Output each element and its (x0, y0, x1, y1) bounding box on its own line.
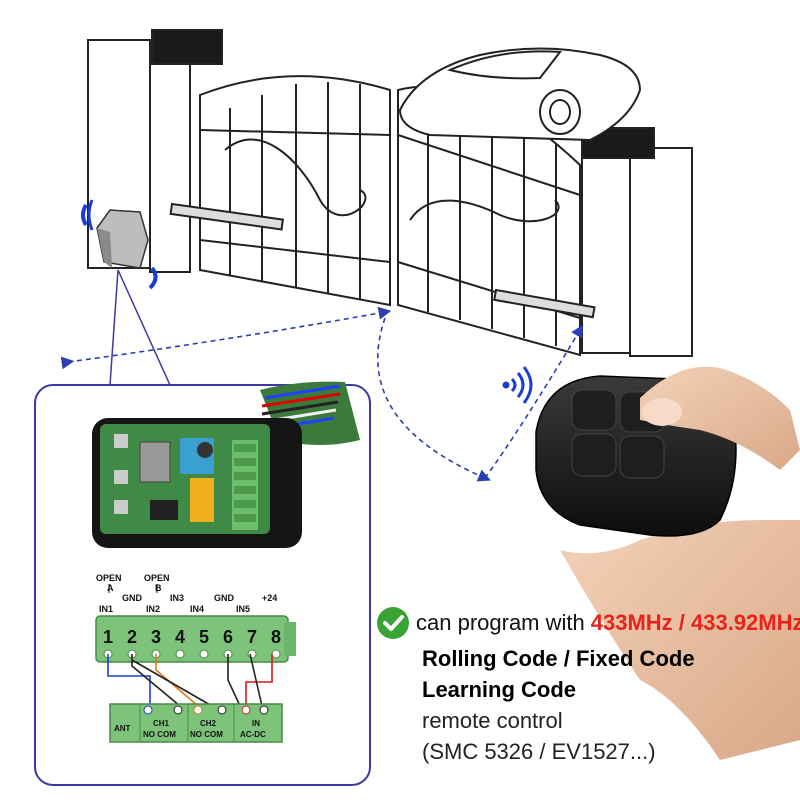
car-illustration (398, 47, 642, 142)
label-in3: IN3 (170, 593, 184, 603)
label-in1: IN1 (99, 604, 113, 614)
code-types: Rolling Code / Fixed Code (422, 646, 695, 671)
label-in: IN (252, 719, 260, 728)
wireless-signal-icon (502, 366, 533, 404)
label-gnd-2: GND (214, 593, 235, 603)
terminal-labels: OPEN A OPEN B GND IN3 GND +24 IN1 IN2 IN… (96, 573, 277, 614)
label-ch2: CH2 (200, 719, 217, 728)
frequency-text: 433MHz / 433.92MHz (590, 610, 800, 635)
label-ant: ANT (114, 724, 131, 733)
feature-prefix: can program with (416, 610, 585, 635)
receiver-board (92, 381, 360, 548)
label-open-a: OPEN (96, 573, 122, 583)
terminal-number-1: 1 (103, 627, 113, 647)
wiring (107, 653, 273, 707)
remote-control-text: remote control (422, 708, 563, 733)
label-gnd-1: GND (122, 593, 143, 603)
label-plus24: +24 (262, 593, 277, 603)
output-block: ANT CH1 NO COM CH2 NO COM IN AC-DC (109, 703, 283, 743)
feature-line: can program with 433MHz / 433.92MHz (376, 606, 800, 640)
label-b: B (155, 583, 162, 593)
label-open-b: OPEN (144, 573, 170, 583)
label-in-sub: AC-DC (240, 730, 266, 739)
terminal-number-5: 5 (199, 627, 209, 647)
terminal-number-8: 8 (271, 627, 281, 647)
terminal-screw (175, 649, 185, 659)
label-ch1: CH1 (153, 719, 170, 728)
label-in4: IN4 (190, 604, 204, 614)
terminal-number-4: 4 (175, 627, 185, 647)
terminal-number-6: 6 (223, 627, 233, 647)
checkmark-icon (377, 607, 409, 639)
terminal-number-3: 3 (151, 627, 161, 647)
terminal-screw (271, 649, 281, 659)
label-ch2-sub: NO COM (190, 730, 223, 739)
terminal-number-2: 2 (127, 627, 137, 647)
terminal-screw (247, 649, 257, 659)
swing-arrows (60, 306, 584, 482)
compatible-models: (SMC 5326 / EV1527...) (422, 739, 656, 764)
terminal-screw (199, 649, 209, 659)
label-in5: IN5 (236, 604, 250, 614)
learning-code: Learning Code (422, 677, 577, 702)
label-a: A (107, 583, 114, 593)
terminal-number-7: 7 (247, 627, 257, 647)
remote-in-hand (535, 366, 800, 760)
callout-pointer (109, 269, 171, 386)
label-in2: IN2 (146, 604, 160, 614)
gate-motor (81, 199, 158, 290)
label-ch1-sub: NO COM (143, 730, 176, 739)
